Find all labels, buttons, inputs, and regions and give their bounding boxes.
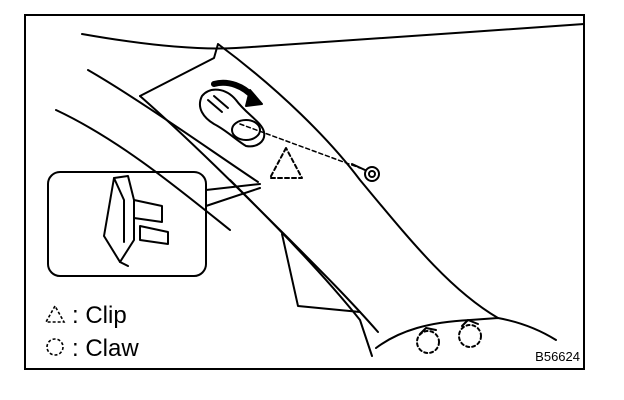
clip-detail-inset — [47, 171, 207, 277]
screw-icon — [351, 163, 380, 182]
handle-body — [198, 88, 266, 148]
callout-line-bottom — [205, 187, 261, 207]
claw-tab-2 — [461, 319, 479, 327]
figure-frame — [24, 14, 585, 370]
legend-claw: : Claw — [44, 336, 139, 361]
claw-tab-1 — [419, 327, 437, 335]
roof-line — [81, 23, 585, 50]
legend-clip: : Clip — [44, 303, 127, 328]
legend-claw-label: : Claw — [72, 335, 139, 362]
handle-knob — [231, 119, 261, 141]
handle-detail — [207, 95, 229, 113]
screw-leader — [239, 123, 361, 169]
claw-marker-2 — [458, 324, 482, 348]
body-panel-curve-2 — [55, 109, 231, 231]
body-panel-curve — [87, 69, 259, 183]
claw-marker-1 — [416, 330, 440, 354]
pillar-trim-outline — [139, 43, 499, 319]
figure-code: B56624 — [535, 349, 580, 364]
legend-clip-label: : Clip — [72, 302, 127, 329]
clip-marker — [269, 147, 303, 179]
clip-detail-drawing — [103, 175, 169, 267]
glass-edge — [281, 233, 361, 313]
pillar-trim-lower-edge — [229, 179, 373, 357]
dashed-circle-icon — [46, 338, 64, 356]
callout-line-top — [205, 183, 261, 191]
dashed-triangle-icon — [44, 304, 66, 323]
